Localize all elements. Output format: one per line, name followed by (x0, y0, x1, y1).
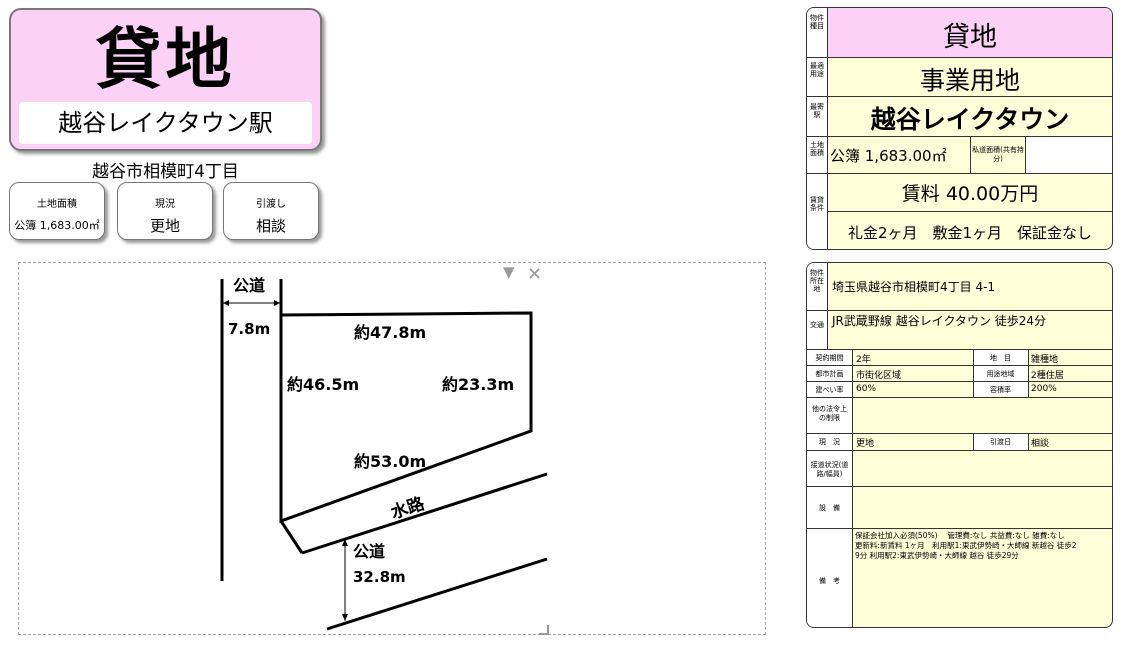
delivery-value: 相談 (255, 217, 286, 235)
remarks-line-3: 9分 利用駅2:東武伊勢崎・大師線 越谷 徒歩29分 (855, 551, 1019, 560)
edge-left-length: 約46.5m (287, 375, 359, 394)
legal-limits-label: 他の法令上の制限 (812, 405, 847, 422)
location-label: 物件所在地 (810, 269, 824, 293)
land-category-value: 雑種地 (1031, 355, 1059, 365)
close-icon[interactable]: ✕ (527, 264, 543, 285)
city-plan-label: 都市計画 (815, 370, 844, 378)
land-area-label: 土地面積 (37, 199, 77, 210)
waterway-label: 水路 (388, 493, 428, 524)
private-road-value-cell (1026, 137, 1112, 173)
type-row-bg (828, 8, 1112, 57)
city-plan-value: 市街化区域 (856, 371, 902, 381)
arrow-head-right (274, 300, 280, 306)
station-label: 最寄駅 (810, 103, 824, 119)
optimal-use: 事業用地 (919, 66, 1020, 95)
coverage-value: 60% (856, 384, 877, 394)
contract-period-value: 2年 (856, 355, 871, 365)
title-card: 貸地 越谷レイクタウン駅 (9, 8, 322, 151)
site-map-drawing: 公道 7.8m 約47.8m 約46.5m 約23.3m 約53.0m 水路 公… (220, 276, 548, 631)
summary-label-column (807, 8, 828, 249)
nearest-station: 越谷レイクタウン (870, 105, 1070, 134)
area-label: 土地面積 (810, 141, 824, 157)
delivery-label: 引渡し (256, 199, 286, 210)
delivery-box: 引渡し 相談 (223, 182, 319, 240)
terms-label: 賃貸条件 (810, 196, 824, 212)
private-road-label: 私道面積(共有持分) (972, 146, 1024, 163)
lot-outline (279, 311, 533, 524)
current-status-value: 更地 (149, 217, 180, 235)
land-area-value: 公簿 1,683.00㎡ (14, 219, 100, 232)
edge-right-length: 約23.3m (442, 375, 514, 394)
floor-ratio-value: 200% (1031, 384, 1057, 394)
details-panel: 物件所在地 交通 契約期間 都市計画 建ぺい率 地 目 用途地域 容積率 他の法… (806, 262, 1113, 628)
details-label-col-top (807, 263, 827, 349)
waterway-edge (301, 472, 548, 555)
floor-ratio-label: 容積率 (990, 386, 1011, 394)
coverage-label: 建ぺい率 (815, 386, 844, 394)
station-name: 越谷レイクタウン駅 (19, 102, 312, 144)
resize-handle-icon[interactable] (539, 625, 549, 635)
arrow-head-left (223, 300, 229, 306)
type-label: 物件種目 (810, 14, 824, 30)
summary-panel: 物件種目 最適用途 最寄駅 土地面積 賃貸条件 貸地 事業用地 越谷レイクタウン… (806, 7, 1113, 250)
land-area: 公簿 1,683.00㎡ (830, 147, 947, 165)
bottom-road-edge (326, 557, 548, 631)
details-label-col (807, 349, 852, 627)
lot-corner-line (279, 520, 304, 554)
remarks-label: 備 考 (819, 577, 840, 585)
location-value: 埼玉県越谷市相模町4丁目 4-1 (832, 280, 996, 294)
status-value: 更地 (856, 439, 875, 449)
use-label: 最適用途 (810, 62, 824, 78)
contract-period-label: 契約期間 (815, 354, 844, 362)
transport-value: JR武蔵野線 越谷レイクタウン 徒歩24分 (832, 314, 1047, 328)
arrow-head-up (342, 539, 348, 546)
bottom-road-label: 公道 (353, 542, 385, 561)
remarks-line-1: 保証会社加入必須(50%) 管理費:なし 共益費:なし 雑費:なし (855, 531, 1065, 540)
arrow-head-down (342, 614, 348, 621)
current-status-box: 現況 更地 (117, 182, 213, 240)
current-status-label: 現況 (155, 199, 175, 210)
rent: 賃料 40.00万円 (901, 183, 1039, 205)
edge-bottom-length: 約53.0m (354, 452, 426, 471)
details-mid-label-col (973, 349, 1028, 396)
dropdown-arrow-icon[interactable]: ▼ (503, 263, 515, 281)
top-road-width: 7.8m (228, 320, 270, 338)
transport-label: 交通 (810, 321, 824, 329)
status-label: 現 況 (819, 438, 840, 446)
property-type: 貸地 (943, 22, 997, 53)
edge-top-length: 約47.8m (354, 323, 426, 342)
facilities-label: 設 備 (819, 504, 840, 512)
top-road-label: 公道 (233, 276, 265, 295)
road-access-label: 接道状況(道路/幅員) (810, 461, 849, 478)
address-label: 越谷市相模町4丁目 (92, 162, 239, 182)
deposit-terms: 礼金2ヶ月 敷金1ヶ月 保証金なし (847, 224, 1093, 242)
remarks-line-2: 更新料:新賃料 1ヶ月 利用駅1:東武伊勢崎・大師線 新越谷 徒歩2 (855, 541, 1077, 550)
bottom-road-width: 32.8m (353, 568, 406, 586)
listing-type-title: 貸地 (95, 21, 236, 98)
delivery-date-value: 相談 (1031, 439, 1050, 449)
land-area-box: 土地面積 公簿 1,683.00㎡ (9, 182, 105, 240)
zoning-value: 2種住居 (1031, 371, 1064, 381)
site-map-frame[interactable]: 公道 7.8m 約47.8m 約46.5m 約23.3m 約53.0m 水路 公… (18, 262, 766, 635)
zoning-label: 用途地域 (986, 370, 1015, 378)
land-category-label: 地 目 (990, 354, 1011, 362)
delivery-date-label: 引渡日 (990, 438, 1011, 446)
